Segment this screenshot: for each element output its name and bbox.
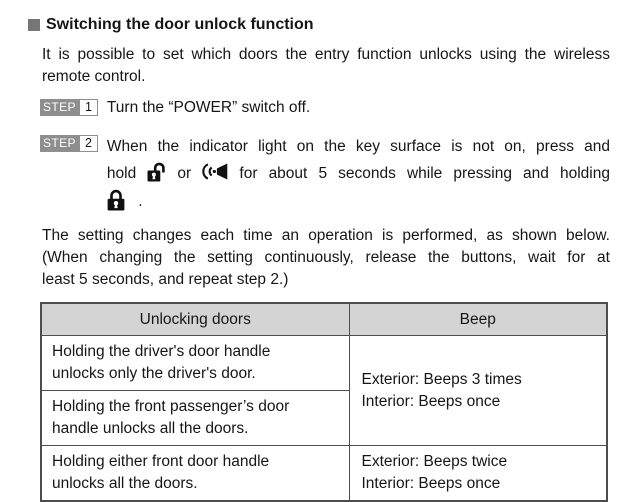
step-2-line-2: hold or for about 5 seconds while pressi… bbox=[107, 160, 610, 187]
section-title: Switching the door unlock function bbox=[46, 16, 314, 33]
step-2-or-word: or bbox=[177, 165, 192, 182]
cell-driver-door-unlocking: Holding the driver's door handle unlocks… bbox=[40, 335, 350, 391]
col-header-beep: Beep bbox=[348, 302, 608, 336]
step-badge-label: STEP bbox=[40, 99, 79, 116]
table-row-driver-door: Holding the driver's door handle unlocks… bbox=[40, 335, 608, 446]
note-line-1: The setting changes each time an operati… bbox=[42, 227, 610, 244]
intro-line-1: It is possible to set which doors the en… bbox=[42, 46, 610, 63]
step-badge-number: 2 bbox=[78, 135, 98, 152]
step-2-line-3: . bbox=[107, 187, 610, 216]
lock-button-icon bbox=[107, 189, 125, 211]
note-line-3: least 5 seconds, and repeat step 2.) bbox=[42, 271, 289, 288]
col-header-unlocking-doors: Unlocking doors bbox=[40, 302, 350, 336]
step-2-hold-word: hold bbox=[106, 165, 137, 182]
step-badge-label: STEP bbox=[40, 135, 79, 152]
table-header-row: Unlocking doors Beep bbox=[40, 302, 608, 336]
table-row-either-door: Holding either front door handle unlocks… bbox=[40, 445, 608, 502]
step-2-after-icons-text: for about 5 seconds while pressing and h… bbox=[239, 165, 610, 182]
step-2-text: When the indicator light on the key surf… bbox=[107, 133, 610, 216]
step-2-line-1: When the indicator light on the key surf… bbox=[106, 138, 610, 155]
cell-beep-rows-1-2: Exterior: Beeps 3 times Interior: Beeps … bbox=[348, 335, 608, 446]
unlock-button-icon bbox=[147, 163, 166, 182]
intro-line-2: remote control. bbox=[42, 68, 146, 85]
cell-beep-row-3: Exterior: Beeps twice Interior: Beeps on… bbox=[348, 445, 608, 502]
note-line-2: (When changing the setting continuously,… bbox=[42, 249, 610, 266]
step-2-period: . bbox=[138, 193, 143, 210]
panic-beep-button-icon bbox=[202, 163, 228, 180]
section-heading: Switching the door unlock function bbox=[28, 15, 610, 34]
cell-either-door-unlocking: Holding either front door handle unlocks… bbox=[40, 445, 350, 502]
cell-passenger-door-unlocking: Holding the front passenger’s door handl… bbox=[40, 390, 350, 446]
unlock-settings-table: Unlocking doors Beep Holding the driver'… bbox=[40, 302, 608, 502]
table-row-passenger-door: Holding the front passenger’s door handl… bbox=[40, 390, 607, 446]
section-bullet-icon bbox=[28, 18, 40, 31]
step-badge-number: 1 bbox=[78, 99, 98, 116]
step-1-text: Turn the “POWER” switch off. bbox=[106, 99, 311, 116]
intro-paragraph: It is possible to set which doors the en… bbox=[42, 44, 610, 88]
setting-note-paragraph: The setting changes each time an operati… bbox=[42, 225, 610, 291]
